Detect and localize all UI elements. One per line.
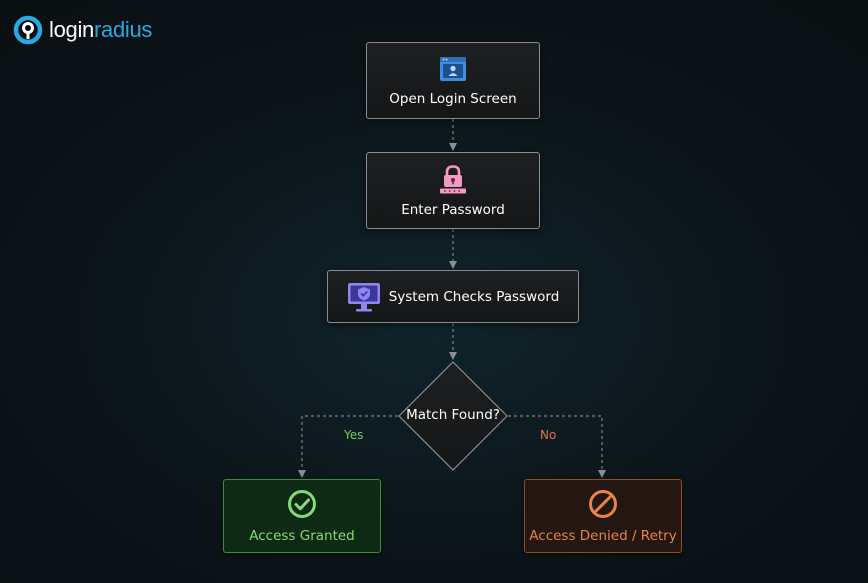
no-branch-label: No (540, 428, 557, 442)
step-system-checks-password-label: System Checks Password (388, 288, 560, 305)
outcome-access-granted-label: Access Granted (249, 527, 355, 544)
yes-branch-label: Yes (344, 428, 364, 442)
lock-icon (440, 164, 466, 193)
monitor-shield-icon (347, 282, 380, 311)
outcome-access-denied-label: Access Denied / Retry (529, 527, 677, 544)
check-circle-icon (288, 489, 316, 518)
loginradius-logo-icon (13, 15, 43, 45)
no-entry-icon (589, 489, 617, 518)
outcome-access-granted: Access Granted (223, 479, 381, 553)
step-open-login-screen-label: Open Login Screen (389, 90, 517, 107)
logo-wordmark: loginradius (49, 17, 153, 42)
outcome-access-denied: Access Denied / Retry (524, 479, 682, 553)
connector-yes (298, 415, 398, 478)
step-enter-password-label: Enter Password (401, 201, 505, 218)
decision-diamond (398, 361, 508, 471)
step-enter-password: Enter Password (366, 152, 540, 229)
login-screen-icon (440, 56, 466, 81)
decision-label: Match Found? (406, 407, 500, 423)
connector-no (508, 415, 606, 478)
step-system-checks-password: System Checks Password (327, 270, 579, 323)
loginradius-logo: loginradius (13, 14, 152, 46)
step-open-login-screen: Open Login Screen (366, 42, 540, 119)
